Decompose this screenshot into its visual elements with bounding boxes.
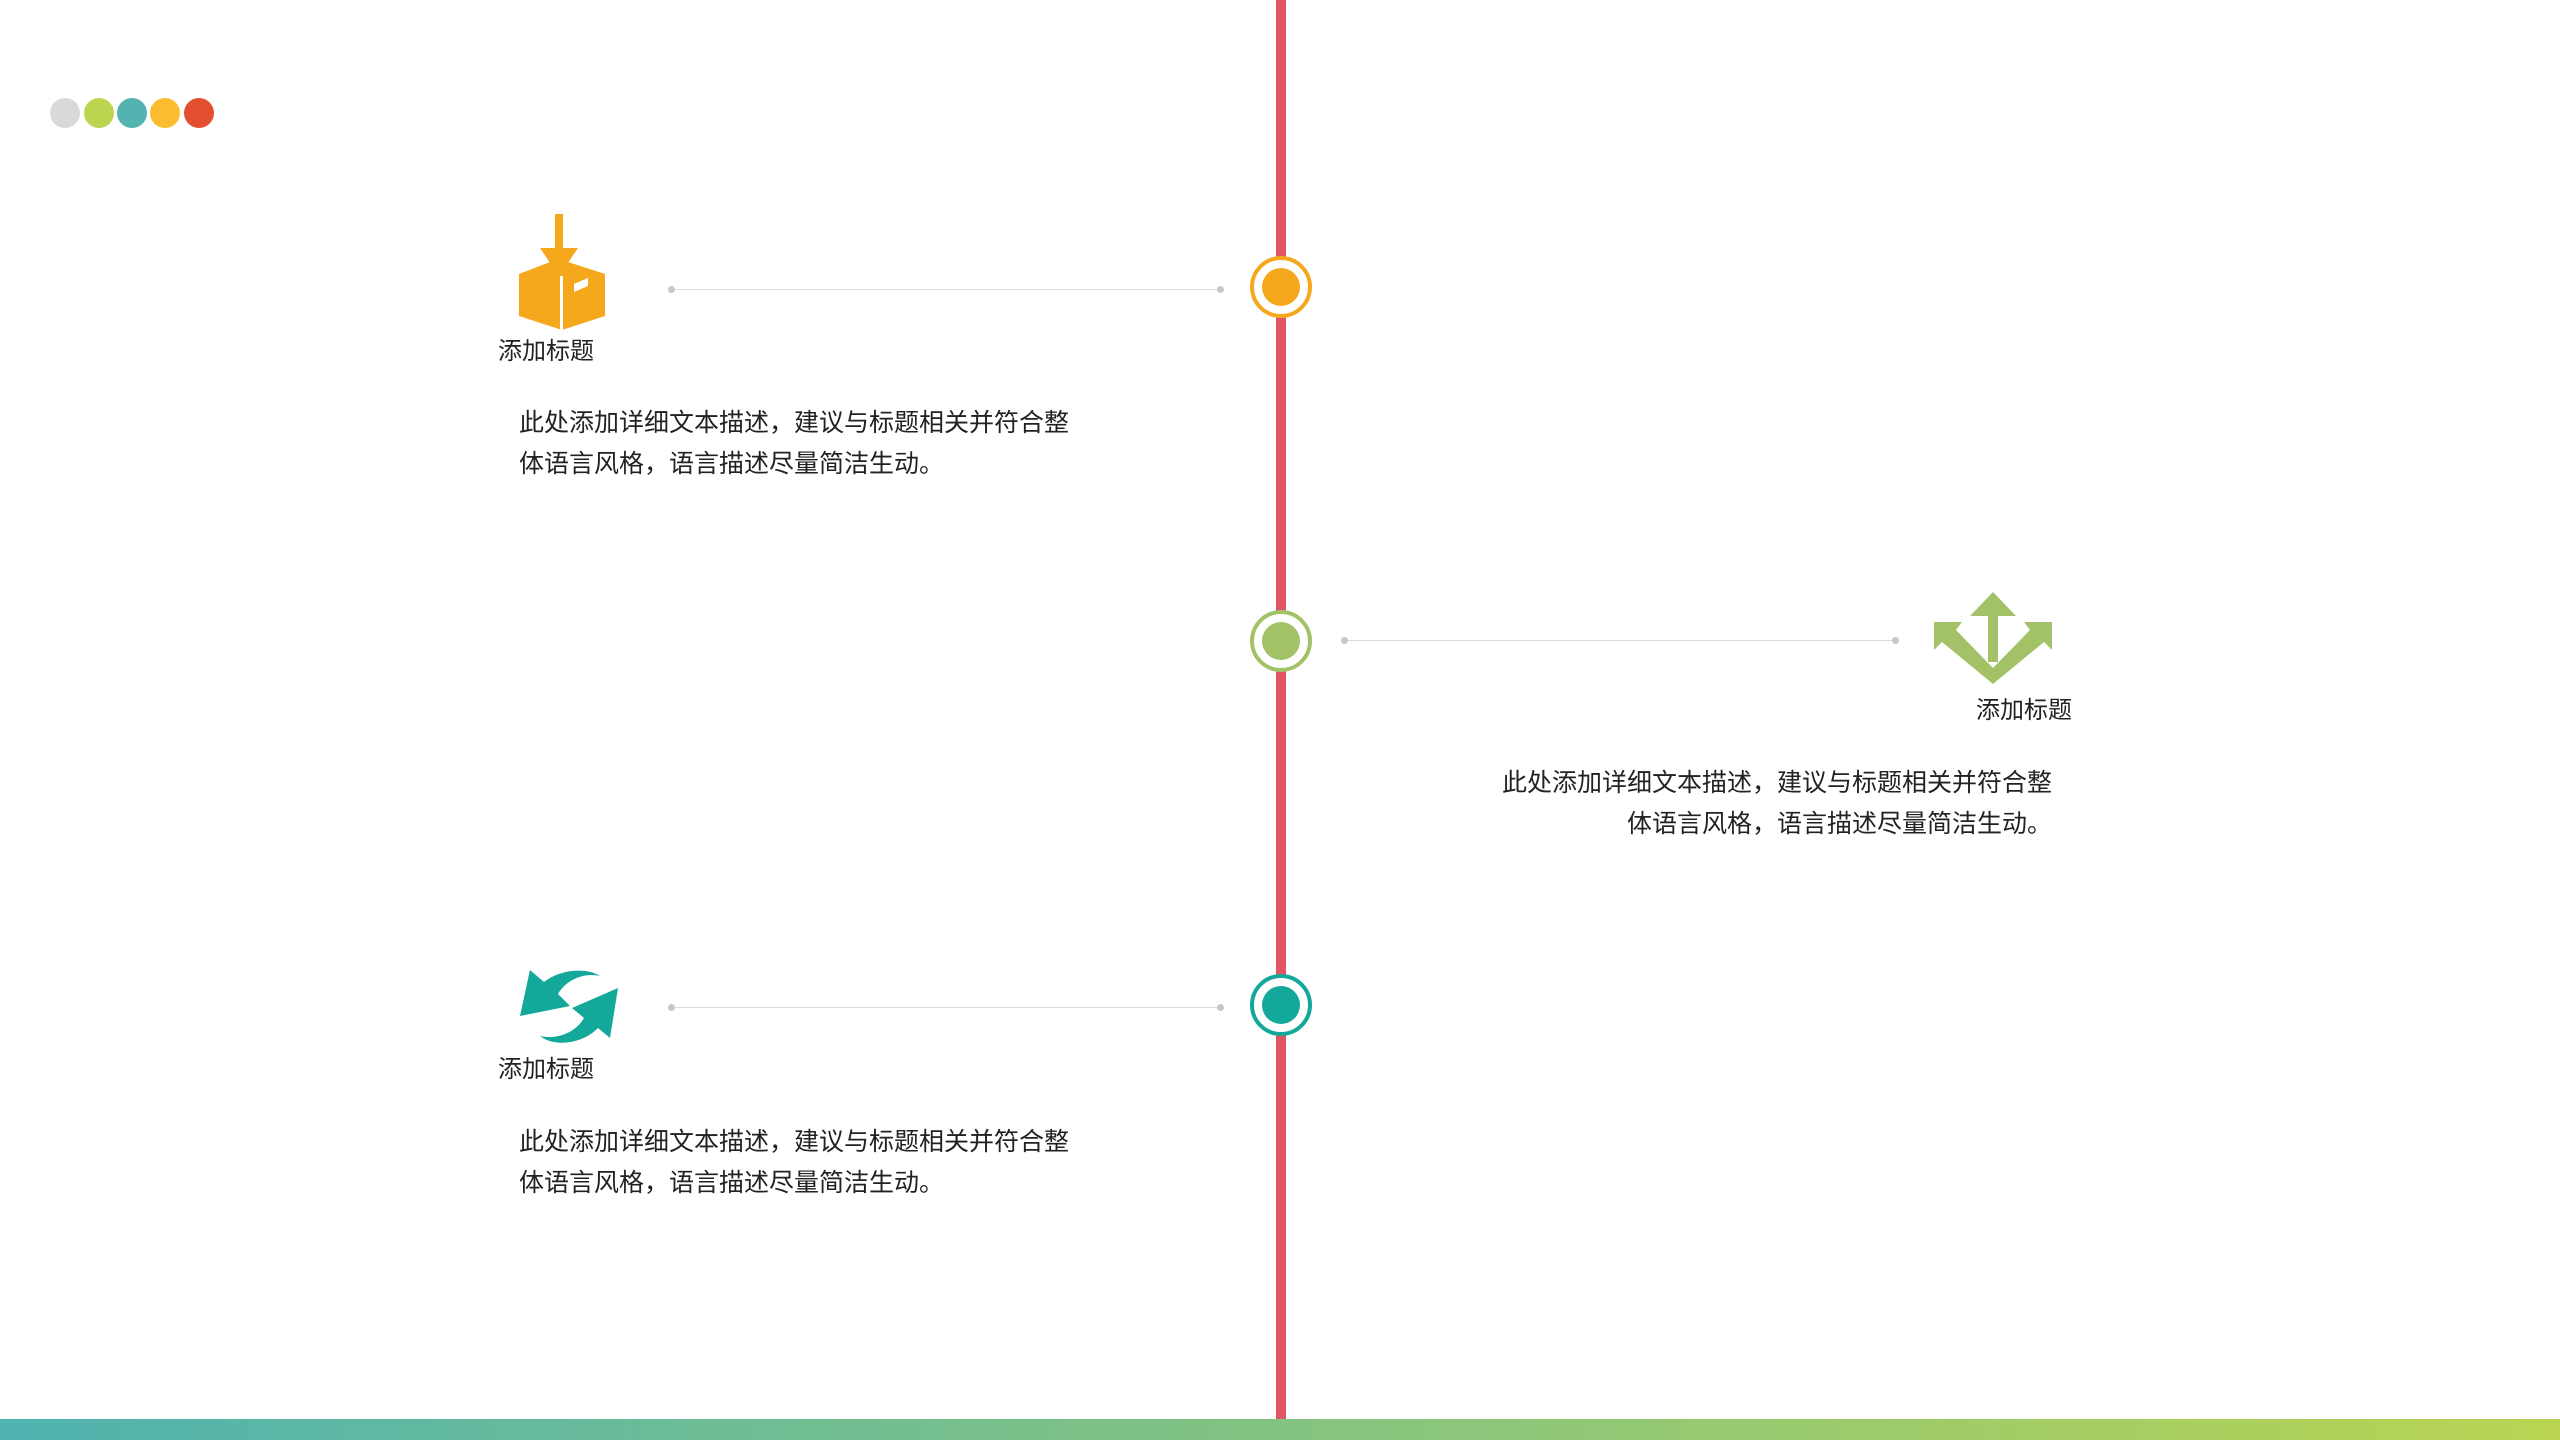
item-1-desc-line1: 此处添加详细文本描述，建议与标题相关并符合整	[519, 409, 1070, 437]
item-1-description: 此处添加详细文本描述，建议与标题相关并符合整 体语言风格，语言描述尽量简洁生动。	[519, 403, 1069, 485]
connector-line-1	[668, 286, 1224, 293]
dot-yellow	[150, 98, 180, 128]
box-download-icon	[519, 214, 605, 330]
item-1-title: 添加标题	[498, 338, 594, 365]
item-3-desc-line2: 体语言风格，语言描述尽量简洁生动。	[519, 1169, 945, 1197]
refresh-arrows-icon	[520, 970, 618, 1043]
item-2-desc-line1: 此处添加详细文本描述，建议与标题相关并符合整	[1501, 769, 2052, 797]
timeline-node-3	[1250, 974, 1312, 1036]
bottom-gradient-bar	[0, 1419, 2560, 1440]
item-2-title: 添加标题	[1976, 697, 2072, 724]
connector-line-2	[1341, 637, 1899, 644]
dot-gray	[50, 98, 80, 128]
item-2-description: 此处添加详细文本描述，建议与标题相关并符合整 体语言风格，语言描述尽量简洁生动。	[1502, 763, 2052, 845]
item-1-desc-line2: 体语言风格，语言描述尽量简洁生动。	[519, 450, 945, 478]
item-3-description: 此处添加详细文本描述，建议与标题相关并符合整 体语言风格，语言描述尽量简洁生动。	[519, 1122, 1069, 1204]
three-arrows-icon	[1934, 592, 2052, 684]
connector-line-3	[668, 1004, 1224, 1011]
item-2-desc-line2: 体语言风格，语言描述尽量简洁生动。	[1626, 810, 2052, 838]
dot-teal	[117, 98, 147, 128]
timeline-spine	[1276, 0, 1286, 1440]
dot-lime	[84, 98, 114, 128]
dot-red	[184, 98, 214, 128]
timeline-node-2	[1250, 610, 1312, 672]
item-3-title: 添加标题	[498, 1056, 594, 1083]
timeline-node-1	[1250, 256, 1312, 318]
item-3-desc-line1: 此处添加详细文本描述，建议与标题相关并符合整	[519, 1128, 1070, 1156]
